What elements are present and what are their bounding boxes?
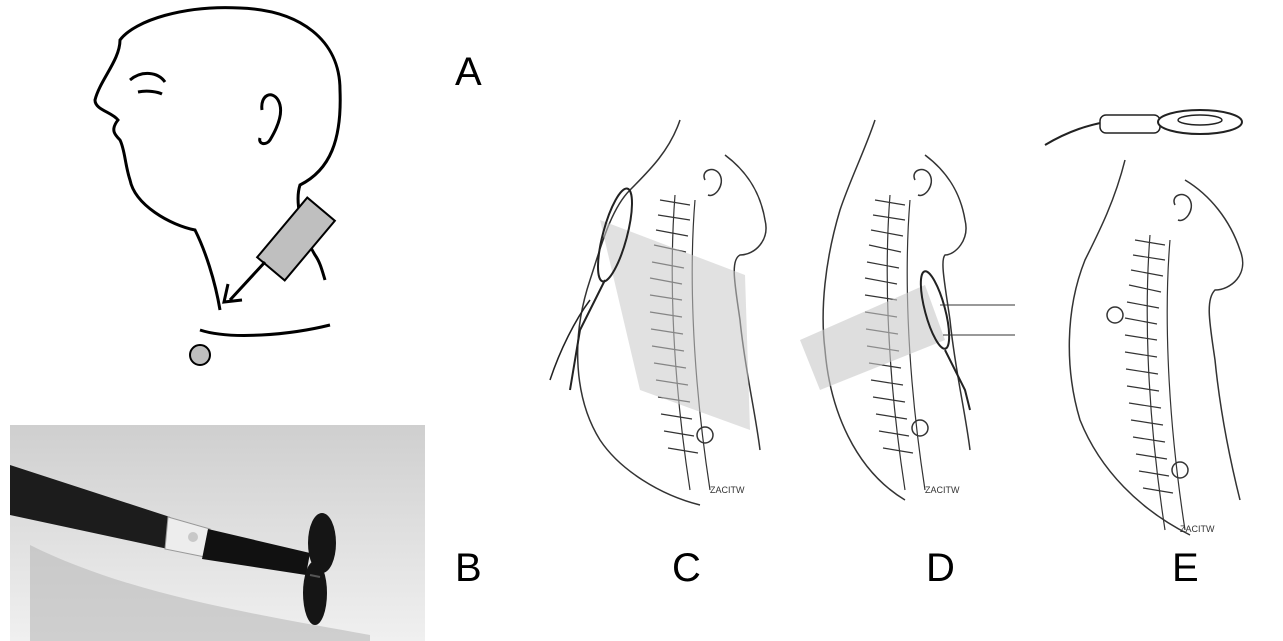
target-circle [190,345,210,365]
probe-photo-svg [10,425,425,641]
coil-cable [1045,122,1105,145]
eye-line [138,91,162,94]
ear [1174,195,1191,221]
coil-handle [1100,115,1160,133]
panel-d-spine-diagram: ZACITW [795,110,1035,510]
panel-label-e: E [1172,548,1199,588]
panel-e-spine-diagram: ZACITW [1040,100,1283,540]
signature-e: ZACITW [1180,524,1215,534]
arrow-shaft [230,262,265,300]
head-outline [95,8,340,310]
spine-c-svg: ZACITW [530,110,780,510]
body-back-outline [1069,160,1190,535]
probe-tip-lower [303,561,327,625]
coil-cable [570,280,605,390]
scapula-mark [1107,307,1123,323]
coil-rectangle [257,198,335,281]
kidney [697,427,713,443]
spine-vertebrae [1125,235,1185,530]
collar-button [188,532,198,542]
arrow-head [224,284,242,302]
panel-label-a: A [455,52,482,92]
body-front-outline [1185,180,1243,500]
spine-e-svg: ZACITW [1040,100,1283,540]
head-sketch-svg [90,0,370,380]
signature-c: ZACITW [710,485,745,495]
ear [914,170,931,196]
panel-label-b: B [455,548,482,588]
spine-d-svg: ZACITW [795,110,1035,510]
coil-cable [945,350,970,410]
signature-d: ZACITW [925,485,960,495]
shoulder-line [200,325,330,335]
ear-outline [260,95,281,144]
stimulation-coil [1158,110,1242,134]
kidney [1172,462,1188,478]
ear [704,170,721,196]
coil-cable-2 [550,300,590,380]
panel-c-spine-diagram: ZACITW [530,110,780,510]
panel-label-d: D [926,548,955,588]
panel-b-probe-photo [10,425,425,641]
panel-label-c: C [672,548,701,588]
kidney [912,420,928,436]
panel-a-head-diagram [90,0,370,380]
eyebrow-line [130,73,165,82]
body-front-outline [925,155,970,450]
